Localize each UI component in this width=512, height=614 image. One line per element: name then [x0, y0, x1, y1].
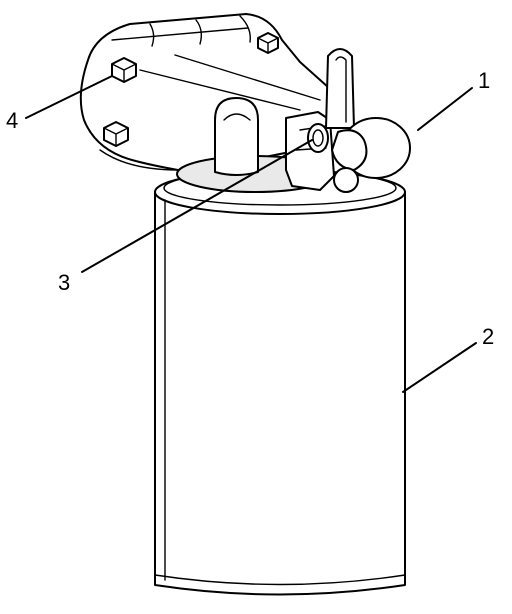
callout-3: 3 — [58, 270, 70, 295]
bolt-icon — [111, 57, 137, 83]
vent-plug — [307, 123, 329, 153]
mounting-base — [79, 13, 339, 171]
bolt-icon — [257, 32, 279, 54]
callout-1: 1 — [478, 68, 490, 93]
callout-2: 2 — [482, 324, 494, 349]
bolt-icon — [103, 121, 129, 147]
filter-canister — [154, 169, 406, 596]
callout-4: 4 — [6, 108, 18, 133]
